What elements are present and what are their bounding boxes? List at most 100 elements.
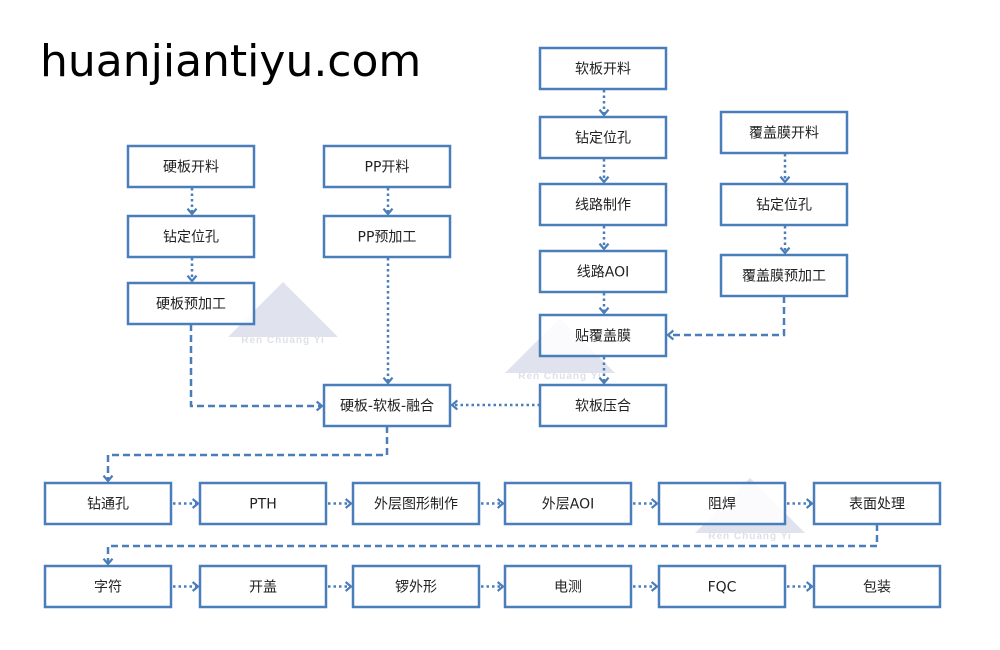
step-label: 锣外形: [395, 580, 437, 596]
process-step-soft_press: 软板压合: [538, 383, 668, 428]
step-label: 外层图形制作: [374, 497, 458, 513]
arrowhead-icon: [315, 400, 324, 412]
step-label: 硬板开料: [163, 160, 219, 176]
edge-pp_cut-to-pp_pre: [382, 188, 394, 216]
edge-fqc-to-packing: [787, 581, 814, 592]
process-step-cover_drill: 钻定位孔: [719, 182, 849, 227]
step-label: 线路AOI: [577, 265, 629, 281]
edge-soft_press-to-merge: [450, 399, 540, 411]
process-step-pth: PTH: [198, 481, 328, 526]
overlay-watermark-text: huanjiantiyu.com: [40, 36, 422, 87]
arrowhead-icon: [805, 498, 814, 509]
watermark-text: Ren Chuang Yi: [518, 371, 602, 382]
edge-pth-to-outer_img: [328, 498, 353, 509]
edge-outer_aoi-to-solder_mask: [633, 498, 659, 509]
edge-solder_mask-to-surface: [787, 498, 814, 509]
arrowhead-icon: [779, 175, 791, 184]
edge-surface-to-legend_print: [102, 524, 879, 566]
process-step-circuit: 线路制作: [538, 182, 668, 227]
process-step-packing: 包装: [812, 564, 942, 609]
arrowhead-icon: [344, 498, 353, 509]
arrowhead-icon: [382, 376, 394, 385]
process-step-hard_cut: 硬板开料: [126, 144, 256, 189]
edge-open_cover-to-routing: [328, 581, 353, 592]
process-step-open_cover: 开盖: [198, 564, 328, 609]
process-step-hard_drill: 钻定位孔: [126, 214, 256, 259]
step-label: 软板开料: [575, 62, 631, 78]
step-label: 阻焊: [708, 497, 736, 513]
edge-outer_img-to-outer_aoi: [481, 498, 505, 509]
step-label: FQC: [708, 580, 737, 596]
watermark-logo: Ren Chuang Yi: [228, 282, 338, 346]
edge-drill_via-to-pth: [173, 498, 200, 509]
step-label: 贴覆盖膜: [575, 329, 631, 345]
process-step-merge: 硬板-软板-融合: [322, 383, 452, 428]
process-step-fqc: FQC: [657, 564, 787, 609]
step-label: 字符: [94, 580, 122, 596]
process-step-circuit_aoi: 线路AOI: [538, 249, 668, 294]
edge-legend_print-to-open_cover: [173, 581, 200, 592]
step-label: 钻定位孔: [756, 198, 812, 214]
edge-soft_cut-to-soft_drill: [598, 90, 610, 117]
arrowhead-icon: [102, 474, 114, 483]
step-label: PP预加工: [358, 230, 417, 246]
edge-circuit-to-circuit_aoi: [598, 226, 610, 251]
process-step-legend_print: 字符: [43, 564, 173, 609]
arrowhead-icon: [598, 376, 610, 385]
process-step-hard_pre: 硬板预加工: [126, 281, 256, 326]
arrowhead-icon: [191, 498, 200, 509]
process-step-outer_aoi: 外层AOI: [503, 481, 633, 526]
step-label: PP开料: [365, 160, 410, 176]
arrowhead-icon: [102, 557, 114, 566]
arrowhead-icon: [598, 108, 610, 117]
edge-circuit_aoi-to-coverlay_attach: [598, 293, 610, 315]
edge-soft_drill-to-circuit: [598, 159, 610, 184]
arrowhead-icon: [382, 207, 394, 216]
process-step-cover_cut: 覆盖膜开料: [719, 110, 849, 155]
arrowhead-icon: [191, 581, 200, 592]
process-step-outer_img: 外层图形制作: [351, 481, 481, 526]
edge-etest-to-fqc: [633, 581, 659, 592]
edge-routing-to-etest: [481, 581, 505, 592]
step-label: 电测: [554, 580, 582, 596]
process-step-soft_drill: 钻定位孔: [538, 115, 668, 160]
step-label: 软板压合: [575, 399, 631, 415]
edge-pp_pre-to-merge: [382, 258, 394, 385]
arrowhead-icon: [666, 329, 675, 341]
process-step-pp_pre: PP预加工: [322, 214, 452, 259]
process-step-soft_cut: 软板开料: [538, 46, 668, 91]
edge-hard_drill-to-hard_pre: [186, 258, 198, 283]
step-label: 钻定位孔: [163, 230, 219, 246]
process-step-coverlay_attach: 贴覆盖膜: [538, 313, 668, 358]
edge-coverlay_attach-to-soft_press: [598, 357, 610, 385]
process-step-routing: 锣外形: [351, 564, 481, 609]
process-step-drill_via: 钻通孔: [43, 481, 173, 526]
arrowhead-icon: [650, 498, 659, 509]
process-step-cover_pre: 覆盖膜预加工: [719, 253, 849, 298]
arrowhead-icon: [779, 246, 791, 255]
edge-hard_cut-to-hard_drill: [186, 188, 198, 216]
arrowhead-icon: [598, 242, 610, 251]
arrowhead-icon: [805, 581, 814, 592]
edge-cover_cut-to-cover_drill: [779, 154, 791, 184]
step-label: 覆盖膜预加工: [742, 269, 826, 285]
edge-hard_pre-to-merge: [189, 324, 324, 412]
step-label: 外层AOI: [542, 497, 594, 513]
process-step-surface: 表面处理: [812, 481, 942, 526]
edge-merge-to-drill_via: [102, 426, 389, 483]
step-label: 表面处理: [849, 497, 905, 513]
arrowhead-icon: [496, 498, 505, 509]
edge-cover_drill-to-cover_pre: [779, 226, 791, 255]
step-label: 线路制作: [575, 198, 631, 214]
process-step-pp_cut: PP开料: [322, 144, 452, 189]
arrowhead-icon: [650, 581, 659, 592]
process-step-etest: 电测: [503, 564, 633, 609]
step-label: 钻通孔: [87, 497, 129, 513]
edge-cover_pre-to-coverlay_attach: [666, 296, 786, 341]
process-step-solder_mask: 阻焊: [657, 481, 787, 526]
arrowhead-icon: [186, 207, 198, 216]
arrowhead-icon: [450, 399, 459, 411]
step-label: 覆盖膜开料: [749, 126, 819, 142]
step-label: 包装: [863, 580, 891, 596]
